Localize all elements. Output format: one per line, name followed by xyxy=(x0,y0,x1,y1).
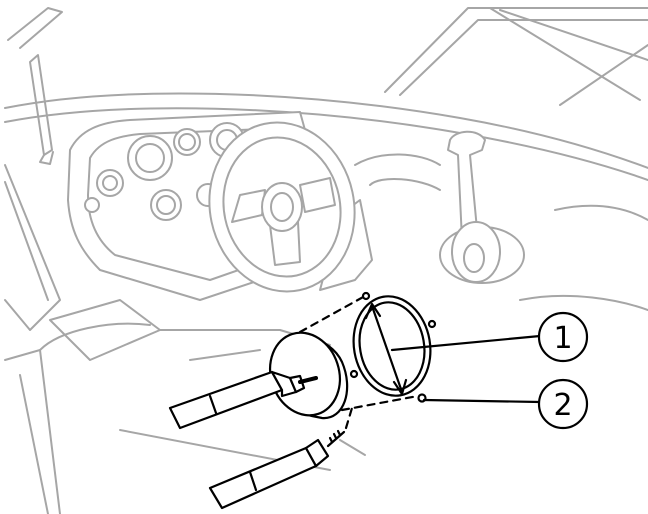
callout-2-label: 2 xyxy=(553,388,572,423)
screw-hole-icon xyxy=(429,321,435,327)
gauge-4-icon xyxy=(97,170,123,196)
screw-hole-icon xyxy=(351,371,357,377)
windshield xyxy=(8,8,648,105)
leader-line-2 xyxy=(424,400,540,402)
gauge-1-icon xyxy=(128,136,172,180)
gauge-5-icon xyxy=(85,198,99,212)
callout-2: 2 xyxy=(539,380,587,428)
screw-hole-icon xyxy=(363,293,369,299)
callout-1: 1 xyxy=(539,313,587,361)
gauge-2-icon xyxy=(174,129,200,155)
grab-rail xyxy=(30,55,53,164)
boat-cockpit-background xyxy=(5,8,648,514)
throttle-lever xyxy=(355,132,524,283)
callout-1-label: 1 xyxy=(553,321,572,356)
gauge-6-icon xyxy=(151,190,181,220)
installation-parts xyxy=(170,290,540,508)
